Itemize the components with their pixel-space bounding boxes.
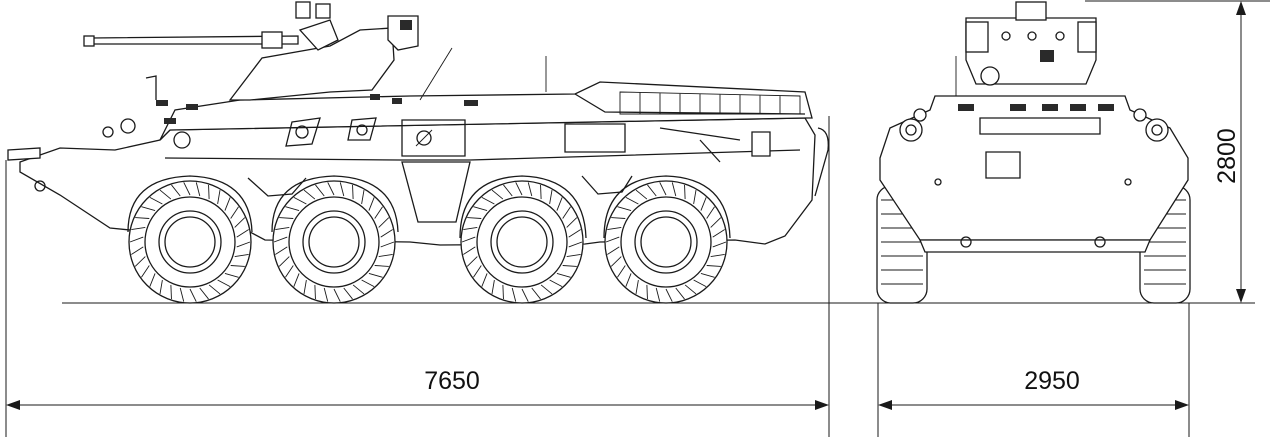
front-turret-hatch — [1040, 50, 1054, 62]
front-handle — [145, 75, 157, 100]
step-pocket-2 — [581, 175, 633, 195]
front-turret-box-right — [1077, 21, 1097, 53]
hull-crease — [164, 149, 801, 161]
wheel-arch-3 — [459, 175, 587, 239]
front-step-panel — [985, 151, 1021, 179]
antenna-1 — [419, 47, 453, 101]
width-value: 2950 — [1024, 367, 1080, 395]
front-turret-top — [1015, 1, 1047, 21]
front-turret-box-left — [965, 21, 989, 53]
front-turret-port-3 — [1055, 31, 1065, 41]
mounted-tools — [659, 127, 771, 163]
front-windshield-panel — [979, 117, 1101, 135]
front-vision-row — [958, 104, 1114, 111]
headlight-right — [1133, 108, 1169, 142]
side-door-front — [401, 119, 466, 157]
side-wheel-2 — [272, 180, 396, 304]
front-tow-hook — [7, 118, 191, 192]
rear-slope — [574, 93, 806, 115]
gun-collar — [261, 31, 283, 49]
turret-sight-window — [400, 20, 412, 30]
wheel-arch-1 — [127, 175, 253, 233]
firing-port-3 — [415, 129, 433, 147]
side-door-rear — [564, 123, 626, 153]
main-gun-muzzle — [83, 35, 95, 47]
firing-port-1 — [285, 117, 321, 147]
side-wheels — [128, 180, 728, 304]
vision-block-4 — [464, 100, 478, 106]
front-view — [876, 1, 1191, 304]
front-turret-port-2 — [1027, 31, 1037, 41]
turret-top-box — [295, 1, 311, 19]
vision-block-6 — [392, 98, 402, 104]
turret-mantlet — [298, 19, 339, 51]
dimension-length: 7650 — [5, 116, 830, 437]
front-tow-points — [934, 178, 1132, 248]
vision-block-2 — [186, 104, 198, 110]
headlight-left — [899, 108, 927, 142]
wheel-arch-2 — [271, 175, 399, 233]
vision-block-5 — [164, 118, 176, 124]
side-hatch-middle — [401, 161, 471, 223]
rear-hitch — [814, 127, 829, 197]
side-wheel-1 — [128, 180, 252, 304]
side-wheel-3 — [460, 180, 584, 304]
length-value: 7650 — [424, 367, 480, 395]
front-turret-port-1 — [1001, 31, 1011, 41]
front-gun-muzzle — [980, 66, 1000, 86]
firing-port-2 — [347, 117, 377, 141]
wheel-arch-4 — [603, 175, 731, 239]
height-value: 2800 — [1213, 128, 1241, 184]
side-hull-upper — [159, 81, 813, 141]
dimension-height: 2800 — [1085, 0, 1270, 303]
front-hull-lower — [919, 239, 1151, 253]
dimension-width: 2950 — [877, 303, 1190, 437]
side-view — [7, 1, 829, 304]
vision-block-1 — [156, 100, 168, 106]
step-pocket-1 — [247, 177, 307, 197]
side-wheel-4 — [604, 180, 728, 304]
turret-top-box-2 — [315, 3, 331, 19]
vision-block-3 — [370, 94, 380, 100]
rear-rack — [619, 91, 801, 115]
